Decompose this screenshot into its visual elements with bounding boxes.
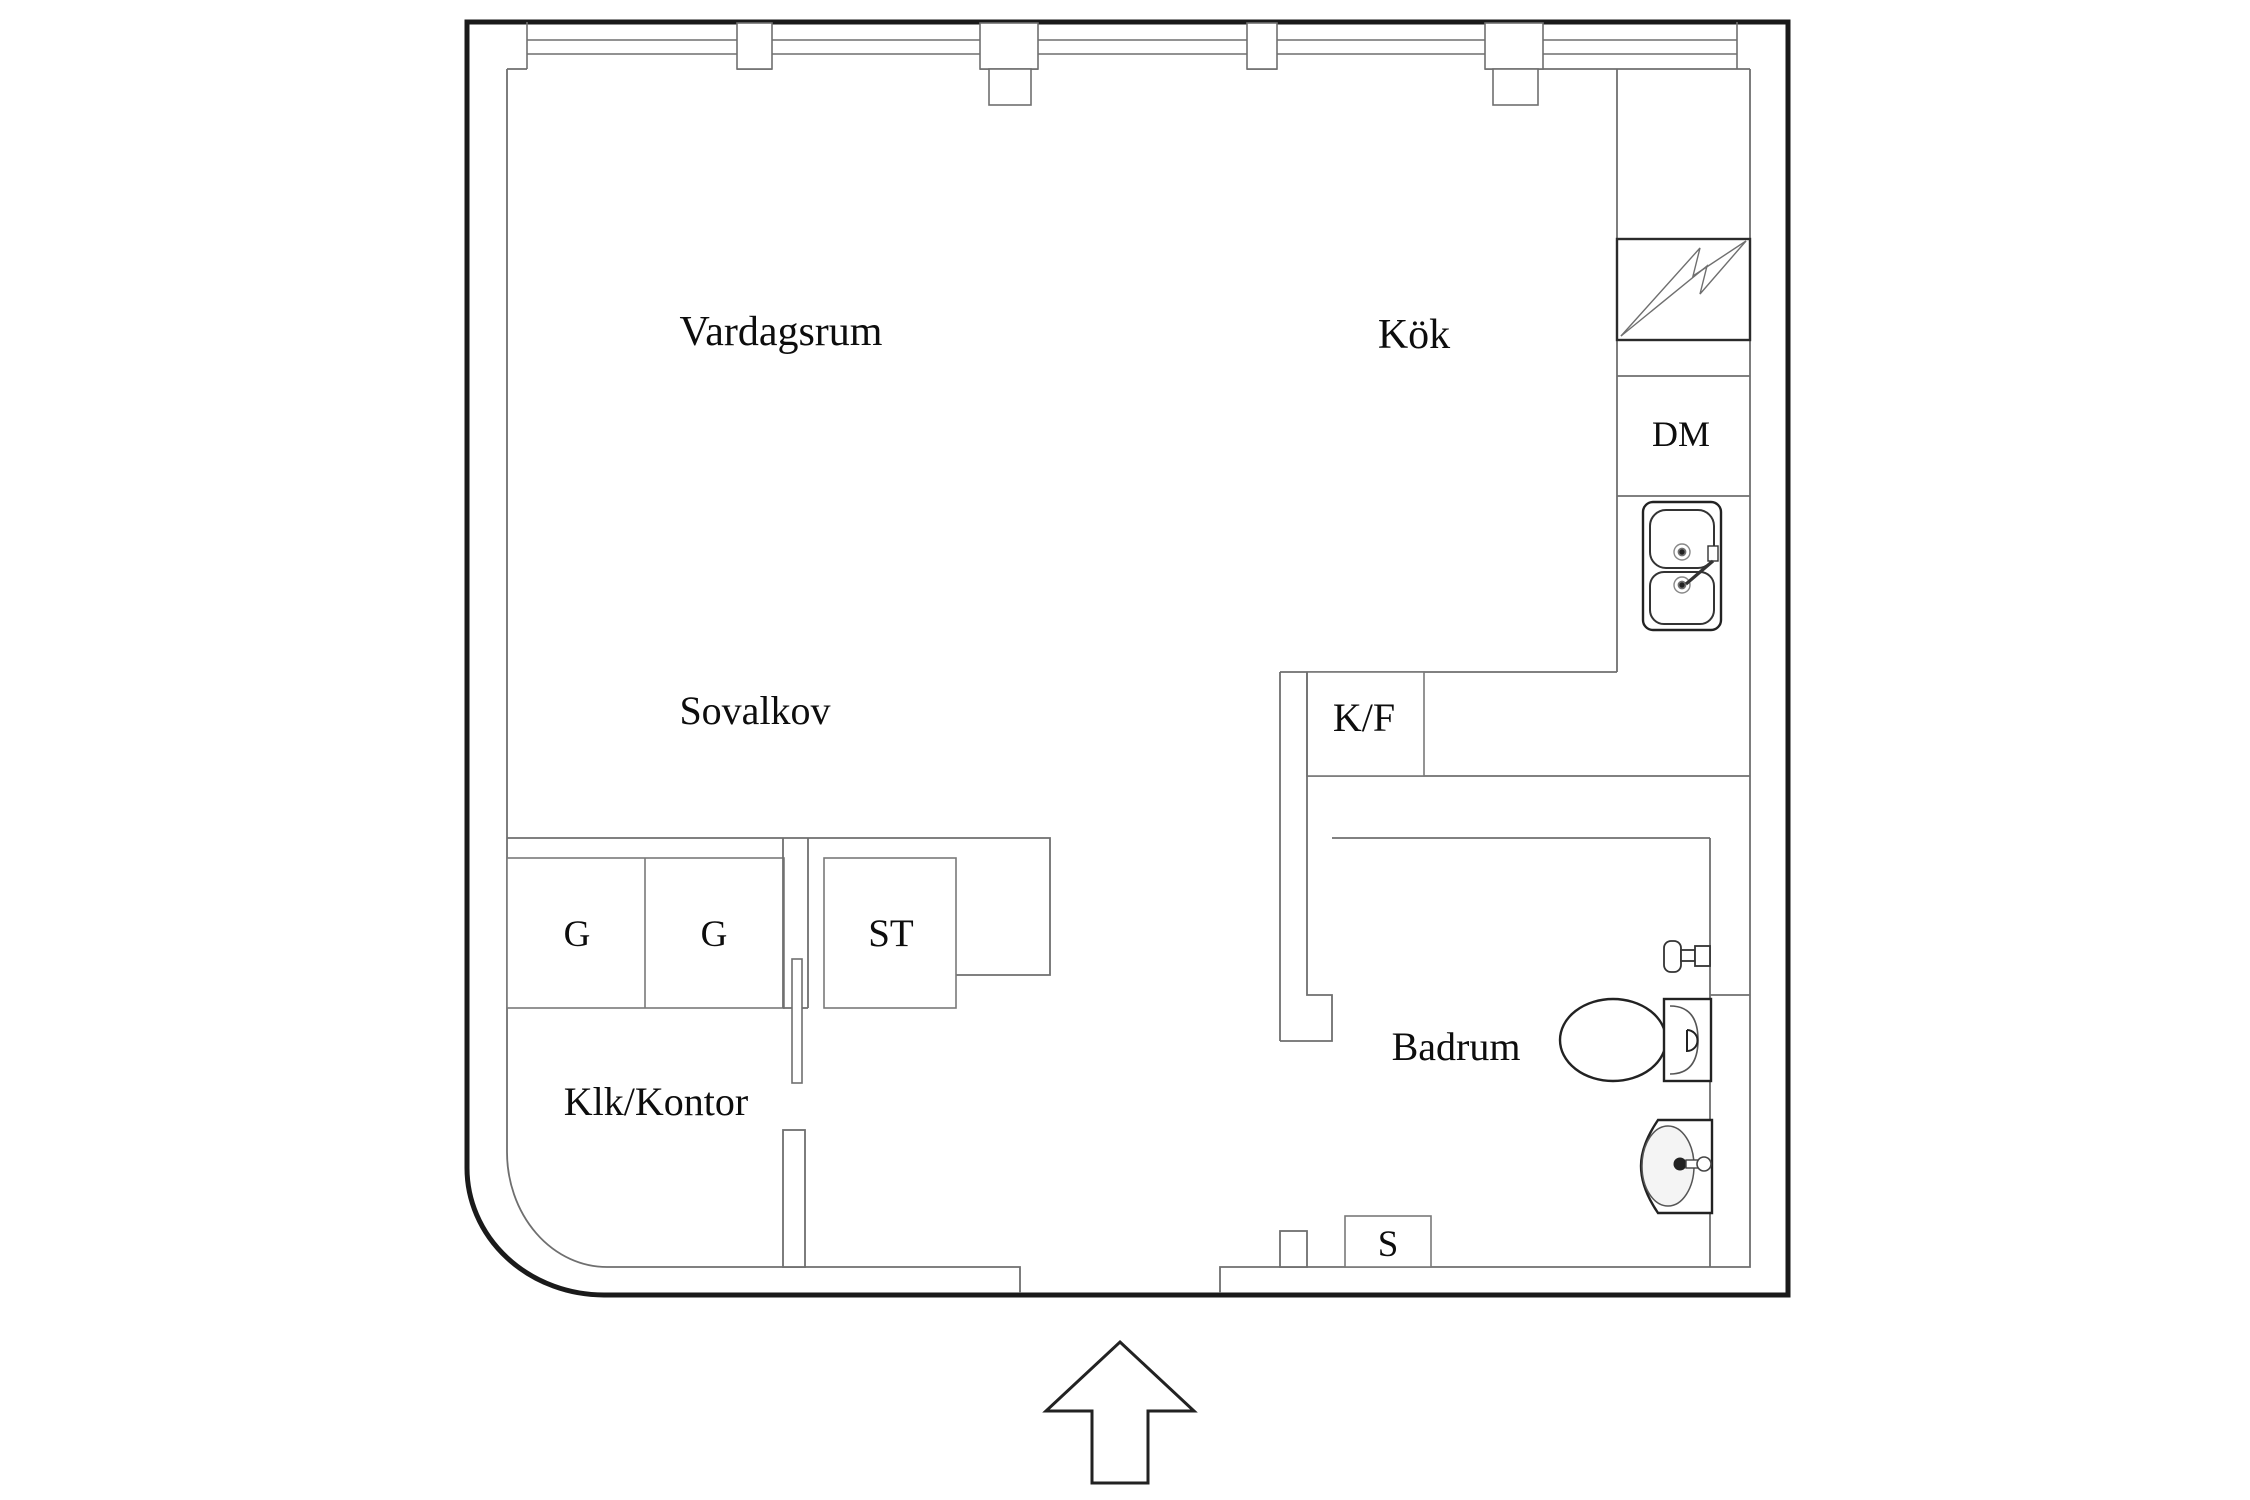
wardrobes bbox=[506, 857, 957, 1009]
shelf-label-s: S bbox=[1378, 1224, 1399, 1265]
closet-st-box bbox=[823, 857, 957, 1009]
fridge-freezer-box bbox=[1306, 671, 1425, 777]
klk-wall-and-door bbox=[782, 838, 809, 1268]
bathroom-sink-icon bbox=[1639, 1118, 1714, 1215]
sovalkov-wall bbox=[507, 837, 1051, 976]
toilet-icon bbox=[1558, 997, 1713, 1083]
stove-icon bbox=[1615, 237, 1752, 342]
appliance-label-dm: DM bbox=[1652, 414, 1710, 454]
window-band bbox=[526, 22, 1738, 106]
pilaster-icon bbox=[988, 68, 1539, 106]
room-label-badrum: Badrum bbox=[1392, 1024, 1521, 1069]
room-label-vardagsrum: Vardagsrum bbox=[680, 309, 883, 355]
window-pier bbox=[736, 22, 1544, 70]
bathroom-walls bbox=[1279, 672, 1750, 1268]
kitchen bbox=[1280, 69, 1752, 777]
wardrobe-label-g-right: G bbox=[701, 914, 728, 955]
closet-label-st: ST bbox=[868, 912, 914, 955]
shower-mixer-icon bbox=[1663, 940, 1711, 973]
outer-wall bbox=[464, 19, 1791, 1298]
room-labels: Vardagsrum Kök Sovalkov DM K/F G G ST Kl… bbox=[564, 309, 1710, 1265]
klk-wall-stub bbox=[782, 1129, 806, 1268]
room-label-kok: Kök bbox=[1378, 312, 1450, 358]
appliance-label-kf: K/F bbox=[1333, 695, 1395, 740]
shelf-s-box bbox=[1344, 1215, 1432, 1268]
kitchen-sink-icon bbox=[1641, 500, 1723, 632]
room-label-klk-kontor: Klk/Kontor bbox=[564, 1079, 748, 1124]
window-icon bbox=[526, 22, 1738, 69]
sliding-door-icon bbox=[791, 958, 803, 1084]
entrance-arrow-icon bbox=[1042, 1339, 1198, 1485]
wardrobe-label-g-left: G bbox=[564, 914, 591, 955]
room-label-sovalkov: Sovalkov bbox=[679, 688, 830, 733]
